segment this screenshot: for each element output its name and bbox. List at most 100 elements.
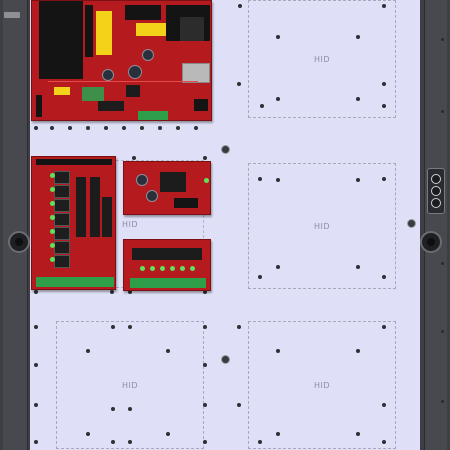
mount-hole [128, 290, 132, 294]
driver-chip [76, 177, 86, 237]
mount-hole [382, 403, 386, 407]
mount-hole [132, 156, 136, 160]
mount-hole [238, 4, 242, 8]
mount-hole [203, 403, 207, 407]
mount-hole [111, 325, 115, 329]
mount-hole [356, 35, 360, 39]
mount-hole [34, 126, 38, 130]
rail-dot [441, 262, 444, 265]
frame-left-edge [3, 0, 28, 450]
mount-hole [260, 104, 264, 108]
mount-hole [111, 407, 115, 411]
latch-ring-bottom [431, 198, 441, 208]
relay-board[interactable] [31, 156, 116, 290]
mount-hole [276, 178, 280, 182]
mount-hole [258, 177, 262, 181]
mount-hole [34, 325, 38, 329]
mount-hole [356, 432, 360, 436]
mount-hole [128, 325, 132, 329]
mount-hole [258, 440, 262, 444]
hid-label: HID [313, 221, 331, 231]
mount-hole [258, 275, 262, 279]
latch-ring-middle [431, 186, 441, 196]
mount-hole [158, 126, 162, 130]
mount-hole [68, 126, 72, 130]
hinge-right [420, 231, 442, 253]
mount-hole [34, 363, 38, 367]
rail-dot [441, 400, 444, 403]
capacitor [136, 174, 148, 186]
relay [54, 213, 70, 226]
mount-hole [203, 440, 207, 444]
mount-hole [237, 403, 241, 407]
mount-hole [356, 178, 360, 182]
status-led [204, 178, 209, 183]
mount-hole [176, 126, 180, 130]
relay [54, 255, 70, 268]
driver-chip [90, 177, 100, 237]
hid-label: HID [121, 380, 139, 390]
status-led [170, 266, 175, 271]
mount-hole [276, 432, 280, 436]
status-led [180, 266, 185, 271]
mount-hole [34, 290, 38, 294]
status-led [160, 266, 165, 271]
door-latch[interactable] [427, 168, 445, 214]
yellow-capacitor [136, 23, 166, 36]
mount-hole [276, 97, 280, 101]
mount-hole [356, 97, 360, 101]
hid-slot-bottom-left[interactable]: HID [56, 321, 204, 449]
screw [221, 355, 230, 364]
relay [54, 185, 70, 198]
mount-hole [276, 35, 280, 39]
latch-ring-top [431, 174, 441, 184]
relay [54, 199, 70, 212]
mount-hole [166, 349, 170, 353]
capacitor [102, 69, 114, 81]
hid-slot-top-right[interactable]: HID [248, 0, 396, 118]
input-board[interactable] [123, 239, 211, 291]
main-controller-board[interactable] [31, 0, 212, 121]
power-supply-board[interactable] [123, 161, 211, 215]
mount-hole [86, 349, 90, 353]
mount-hole [128, 407, 132, 411]
status-led [50, 201, 55, 206]
relay [194, 99, 208, 111]
mount-hole [86, 126, 90, 130]
hid-slot-bottom-right[interactable]: HID [248, 321, 396, 449]
mount-hole [111, 440, 115, 444]
mount-hole [104, 126, 108, 130]
regulator-chip [160, 172, 186, 192]
mount-hole [122, 126, 126, 130]
relay [54, 241, 70, 254]
rj45-port [182, 63, 210, 83]
mount-hole [382, 440, 386, 444]
ic-chip [126, 85, 140, 97]
status-led [140, 266, 145, 271]
status-led [50, 229, 55, 234]
mount-hole [356, 349, 360, 353]
mount-hole [50, 126, 54, 130]
status-label [54, 87, 70, 95]
ic-array [132, 248, 202, 260]
driver-chip [102, 197, 112, 237]
mount-hole [382, 82, 386, 86]
rail-dot [441, 38, 444, 41]
mount-hole [276, 349, 280, 353]
relay [54, 171, 70, 184]
hid-slot-middle-right[interactable]: HID [248, 163, 396, 289]
mount-hole [237, 82, 241, 86]
mount-hole [203, 325, 207, 329]
mount-hole [128, 440, 132, 444]
hid-label: HID [122, 220, 139, 229]
mount-tab [4, 12, 20, 18]
heatsink [85, 5, 93, 57]
mount-hole [382, 275, 386, 279]
mount-hole [194, 126, 198, 130]
terminal-block [174, 198, 198, 208]
screw [221, 145, 230, 154]
mount-hole [203, 363, 207, 367]
mount-hole [356, 265, 360, 269]
mount-hole [110, 290, 114, 294]
